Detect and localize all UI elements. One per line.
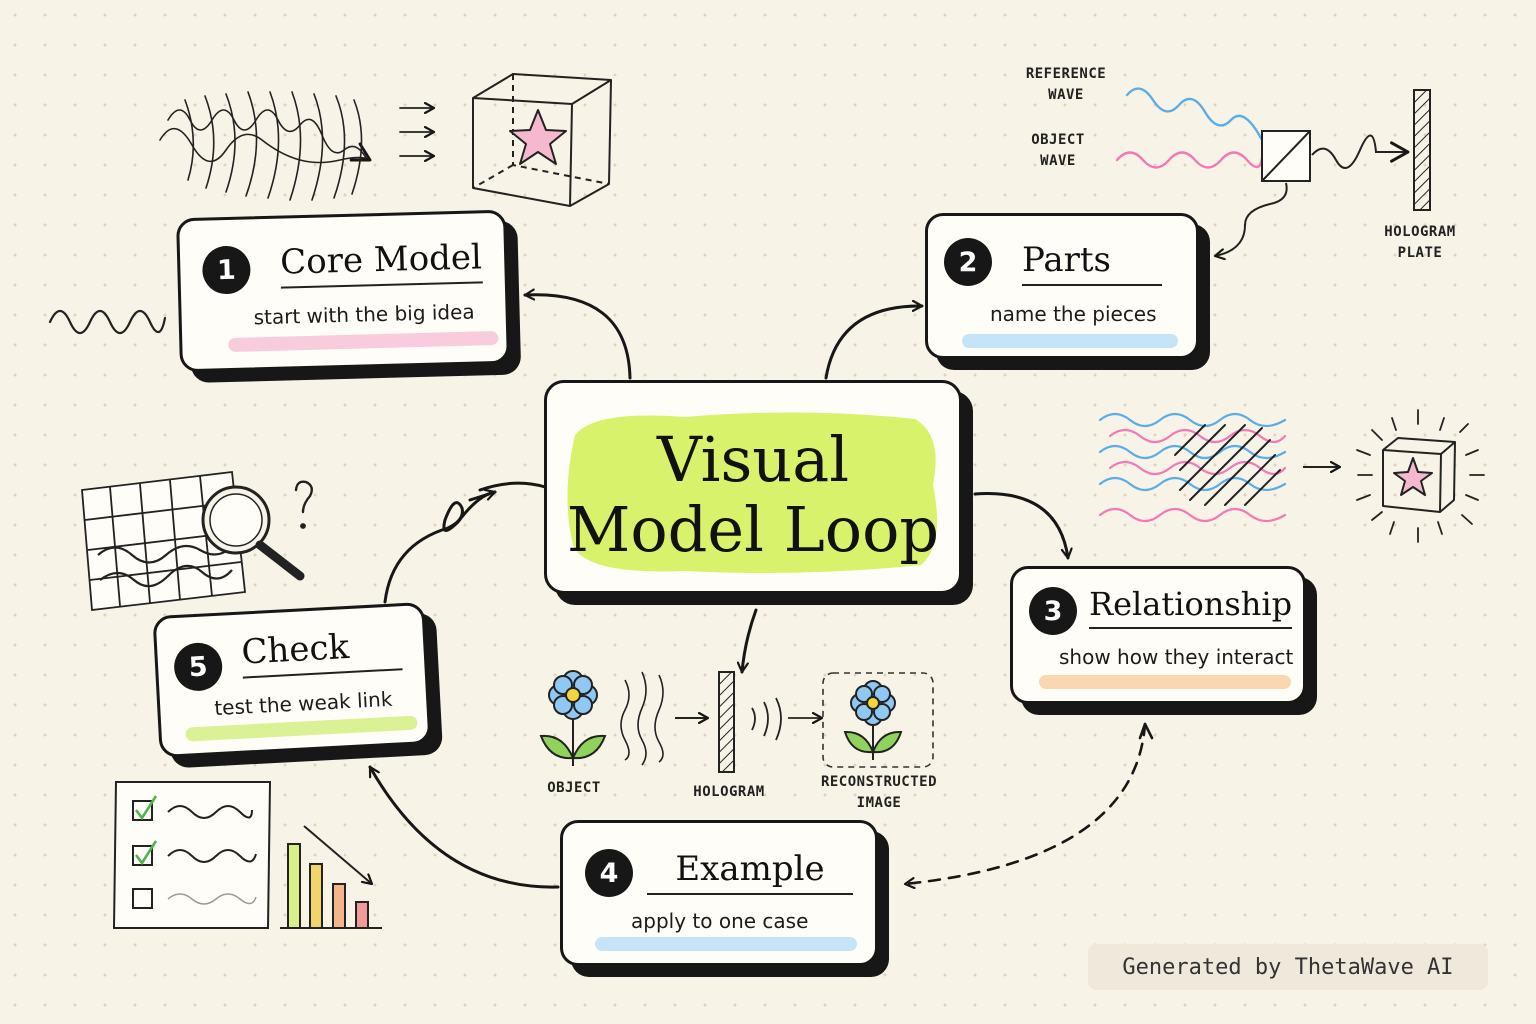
step-subtitle: test the weak link bbox=[213, 686, 393, 721]
step-number-badge: 5 bbox=[172, 641, 224, 693]
hologram-label: HOLOGRAM bbox=[693, 784, 765, 800]
step-number-badge: 1 bbox=[201, 245, 252, 295]
step-number-badge: 4 bbox=[585, 849, 633, 897]
arrows-icon bbox=[399, 108, 434, 156]
step-highlight bbox=[1039, 675, 1291, 689]
hologram-plate-label: HOLOGRAM PLATE bbox=[1384, 224, 1456, 261]
step-card-check: 5 Check test the weak link bbox=[152, 601, 432, 759]
step-card-core-model: 1 Core Model start with the big idea bbox=[176, 209, 510, 373]
bar-chart-icon bbox=[280, 825, 382, 929]
step-highlight bbox=[228, 330, 499, 353]
wave-front-icon bbox=[159, 91, 372, 201]
footer-credit: Generated by ThetaWave AI bbox=[1088, 944, 1488, 990]
step-title: Check bbox=[240, 624, 403, 679]
reconstructed-frame bbox=[822, 672, 934, 768]
center-card: Visual Model Loop bbox=[544, 380, 962, 594]
diffraction-icon bbox=[751, 697, 822, 741]
step-card-example: 4 Example apply to one case bbox=[560, 820, 878, 966]
squiggle-wave-icon bbox=[48, 309, 167, 335]
checklist-icon bbox=[112, 781, 272, 929]
reference-wave-icon bbox=[1125, 87, 1264, 142]
reconstructed-image-label: RECONSTRUCTED IMAGE bbox=[820, 774, 938, 811]
center-highlight bbox=[567, 412, 937, 573]
step-subtitle: start with the big idea bbox=[253, 299, 475, 330]
beam-splitter-icon bbox=[1261, 130, 1311, 182]
step-subtitle: name the pieces bbox=[990, 302, 1157, 326]
step-card-relationship: 3 Relationship show how they interact bbox=[1010, 566, 1306, 704]
step-title: Relationship bbox=[1089, 585, 1293, 629]
center-title-line2: Model Loop bbox=[566, 493, 940, 566]
light-waves-icon bbox=[620, 671, 664, 766]
step-number-badge: 2 bbox=[944, 238, 992, 286]
step-highlight bbox=[962, 334, 1178, 348]
step-subtitle: apply to one case bbox=[631, 909, 809, 933]
object-wave-label: OBJECT WAVE bbox=[1031, 132, 1085, 169]
step-highlight bbox=[595, 937, 857, 951]
object-wave-icon bbox=[1115, 151, 1264, 169]
cube-star-icon bbox=[472, 73, 612, 207]
step-title: Core Model bbox=[279, 237, 483, 289]
center-title-line1: Visual bbox=[656, 423, 850, 496]
interference-waves-icon bbox=[1098, 412, 1287, 523]
step-title: Parts bbox=[1022, 240, 1162, 286]
hologram-plate-icon bbox=[1413, 89, 1431, 211]
step-subtitle: show how they interact bbox=[1059, 645, 1294, 669]
hologram-icon bbox=[718, 671, 735, 773]
reference-wave-label: REFERENCE WAVE bbox=[1025, 66, 1107, 103]
step-number-badge: 3 bbox=[1029, 587, 1077, 635]
connector-arrows bbox=[368, 295, 1154, 887]
step-card-parts: 2 Parts name the pieces bbox=[925, 213, 1199, 359]
glowing-cube-icon bbox=[1356, 409, 1485, 543]
reconstructed-flower-icon bbox=[843, 680, 903, 760]
step-title: Example bbox=[647, 849, 853, 895]
flower-icon bbox=[539, 670, 607, 766]
object-label: OBJECT bbox=[547, 780, 601, 796]
magnifier-graph-icon bbox=[81, 470, 313, 612]
center-title: Visual Model Loop bbox=[553, 425, 953, 565]
